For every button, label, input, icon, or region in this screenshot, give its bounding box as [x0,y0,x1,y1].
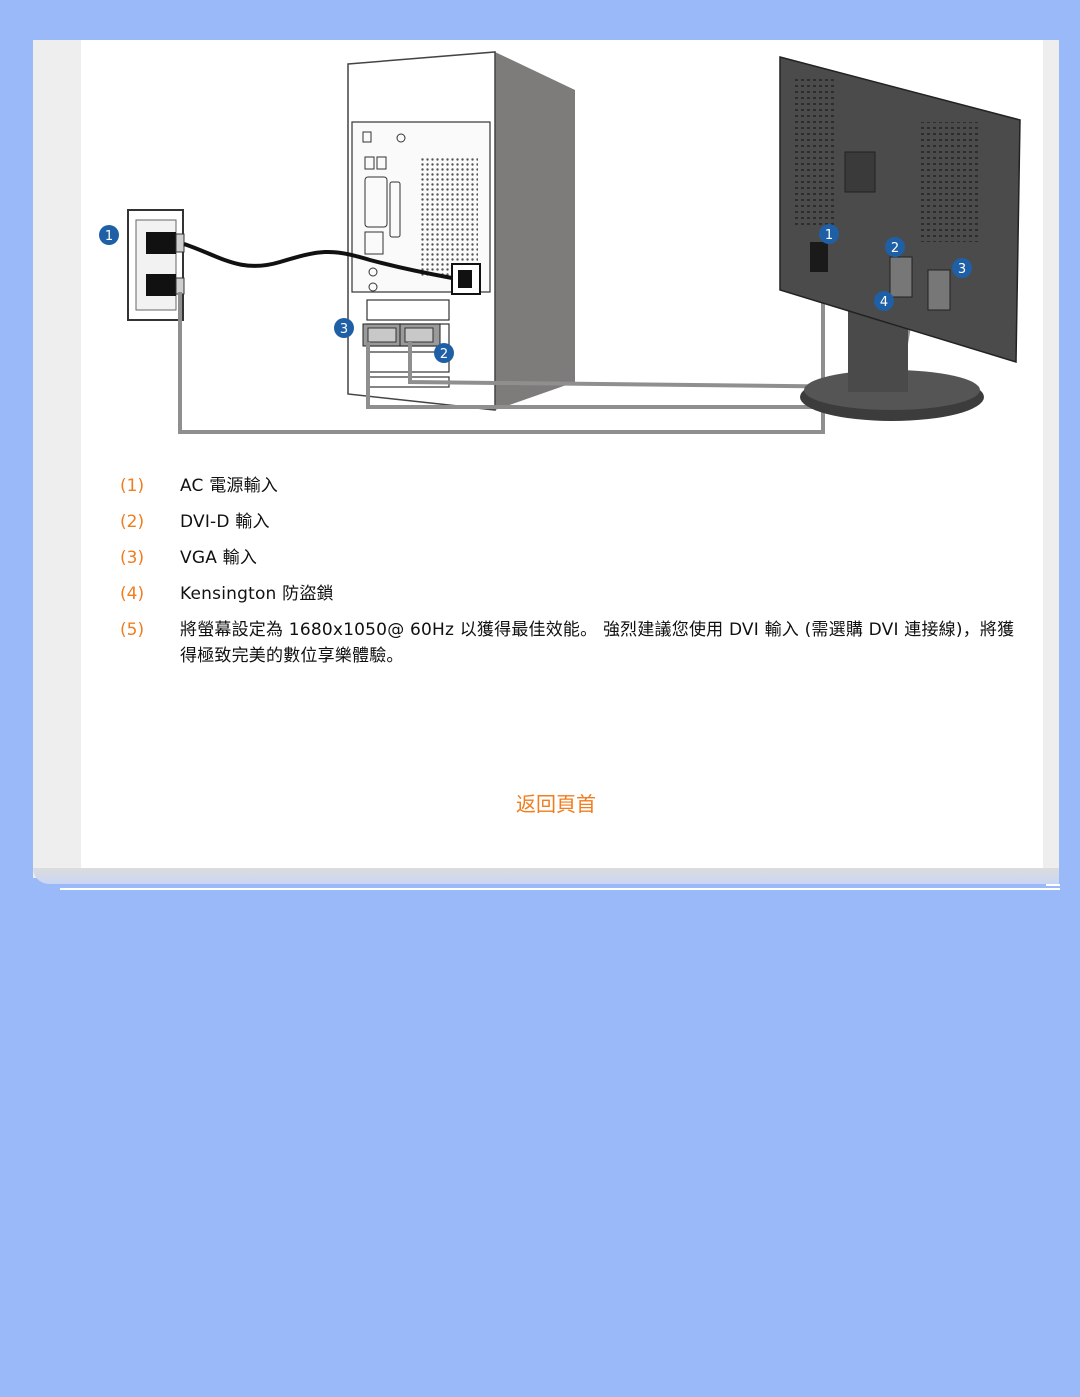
monitor-rear [779,56,1021,421]
divider-end [1046,884,1060,886]
svg-text:2: 2 [440,347,448,362]
legend-number: (4) [120,584,145,604]
svg-text:3: 3 [340,322,348,337]
divider [60,888,1060,890]
legend-text: Kensington 防盜鎖 [180,584,334,604]
marker-mon-4: 4 [874,291,894,311]
connection-legend: (1) AC 電源輸入 (2) DVI-D 輸入 (3) VGA 輸入 (4) … [120,473,1020,679]
pc-vent-grid [420,157,478,277]
page-bottom-edge [33,868,1059,884]
marker-mon-3: 3 [952,258,972,278]
legend-item-vga-input: (3) VGA 輸入 [120,545,1020,571]
svg-text:3: 3 [958,262,966,277]
svg-text:2: 2 [891,241,899,256]
legend-item-kensington-lock: (4) Kensington 防盜鎖 [120,581,1020,607]
pc-tower-side [495,52,575,410]
svg-text:4: 4 [880,295,888,310]
wall-outlet [127,209,185,321]
right-rail [1043,40,1059,878]
pc-video-connectors [362,323,441,347]
legend-item-recommendation: (5) 將螢幕設定為 1680x1050@ 60Hz 以獲得最佳效能。 強烈建議… [120,617,1020,669]
pc-power-cable [183,242,453,280]
connection-diagram: 1 3 2 1 2 3 4 [99,51,1021,434]
legend-number: (1) [120,476,145,496]
marker-wall-1: 1 [99,225,119,245]
legend-text: VGA 輸入 [180,548,258,568]
back-to-top-link[interactable]: 返回頁首 [516,792,596,816]
left-rail [33,40,81,878]
legend-item-ac-input: (1) AC 電源輸入 [120,473,1020,499]
legend-item-dvi-input: (2) DVI-D 輸入 [120,509,1020,535]
marker-mon-1: 1 [819,224,839,244]
legend-number: (2) [120,512,145,532]
legend-number: (5) [120,620,145,640]
marker-mon-2: 2 [885,237,905,257]
marker-pc-2: 2 [434,343,454,363]
svg-text:1: 1 [825,228,833,243]
marker-pc-3: 3 [334,318,354,338]
legend-text: DVI-D 輸入 [180,512,270,532]
legend-number: (3) [120,548,145,568]
legend-text: AC 電源輸入 [180,476,279,496]
legend-text: 將螢幕設定為 1680x1050@ 60Hz 以獲得最佳效能。 強烈建議您使用 … [180,620,1015,666]
svg-text:1: 1 [105,229,113,244]
pc-ports [362,131,406,292]
